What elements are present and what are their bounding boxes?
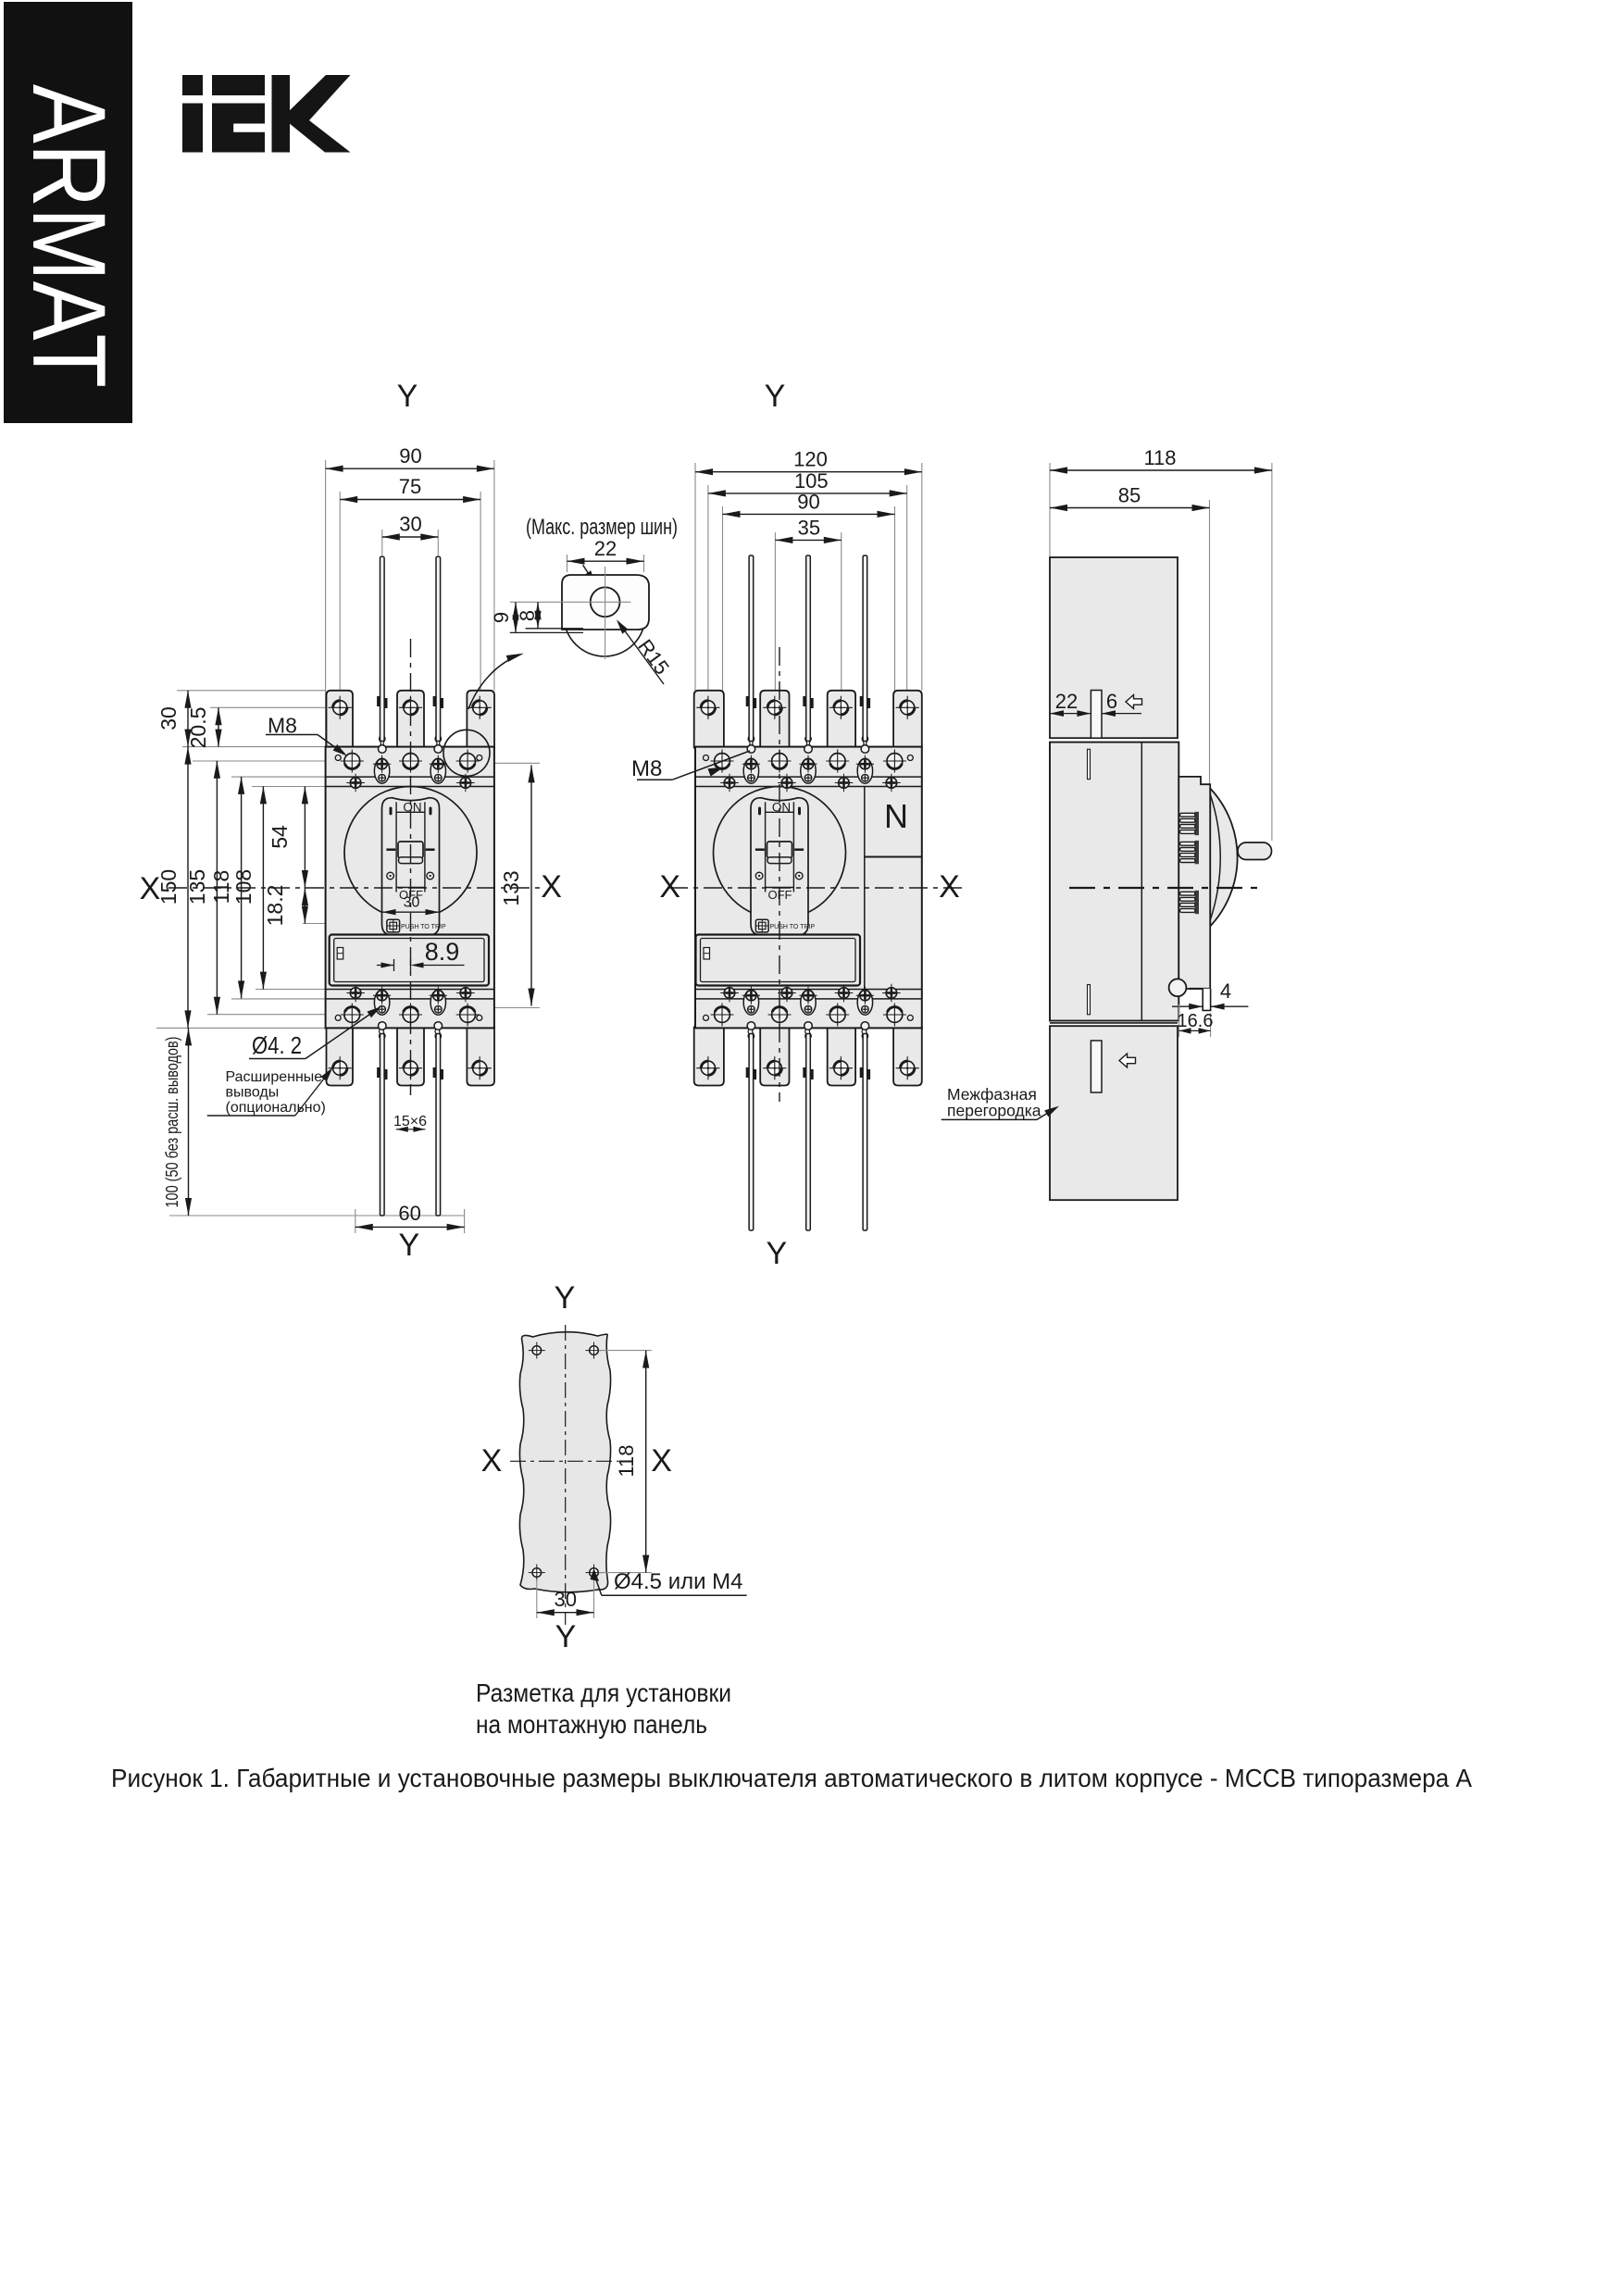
svg-text:75: 75 [399, 475, 421, 498]
svg-text:100 (50 без расш. выводов): 100 (50 без расш. выводов) [163, 1037, 181, 1208]
svg-text:8.9: 8.9 [425, 938, 460, 966]
svg-text:30: 30 [554, 1588, 576, 1611]
svg-text:ON: ON [772, 801, 791, 815]
svg-text:22: 22 [594, 537, 617, 560]
svg-text:ON: ON [403, 801, 421, 815]
svg-text:105: 105 [794, 469, 829, 493]
svg-text:X: X [481, 1443, 503, 1479]
svg-text:118: 118 [209, 870, 233, 905]
svg-text:N: N [884, 797, 908, 835]
svg-text:Y: Y [398, 1228, 419, 1263]
svg-text:выводы: выводы [226, 1085, 280, 1101]
svg-text:85: 85 [1118, 484, 1141, 507]
svg-text:Межфазная: Межфазная [947, 1085, 1037, 1104]
svg-text:Y: Y [397, 379, 418, 414]
svg-text:PUSH TO TRIP: PUSH TO TRIP [401, 924, 446, 930]
svg-text:60: 60 [398, 1202, 420, 1225]
svg-text:Разметка для установки: Разметка для установки [476, 1678, 731, 1707]
svg-text:4: 4 [1220, 980, 1231, 1003]
svg-text:54: 54 [268, 825, 292, 849]
svg-text:(опционально): (опционально) [226, 1100, 326, 1116]
svg-text:Y: Y [766, 1236, 787, 1271]
svg-text:Расширенные: Расширенные [226, 1069, 323, 1085]
svg-text:M8: M8 [631, 756, 662, 781]
svg-text:ARMAT: ARMAT [11, 84, 127, 388]
svg-text:133: 133 [499, 870, 523, 905]
svg-text:30: 30 [399, 513, 421, 536]
svg-text:на монтажную панель: на монтажную панель [476, 1710, 707, 1739]
svg-text:30: 30 [156, 706, 181, 730]
svg-text:(Макс. размер шин): (Макс. размер шин) [526, 515, 678, 540]
svg-text:35: 35 [798, 517, 820, 540]
svg-text:X: X [939, 869, 960, 905]
svg-text:X: X [140, 871, 161, 906]
svg-text:18.2: 18.2 [263, 885, 287, 927]
svg-text:9: 9 [490, 612, 513, 623]
svg-text:Y: Y [555, 1280, 576, 1316]
svg-text:M8: M8 [268, 714, 297, 738]
svg-text:Y: Y [555, 1619, 577, 1654]
svg-text:Ø4. 2: Ø4. 2 [252, 1031, 302, 1059]
svg-text:20.5: 20.5 [186, 707, 210, 749]
svg-text:6: 6 [1106, 690, 1117, 713]
svg-text:X: X [541, 869, 562, 905]
svg-text:135: 135 [185, 869, 209, 905]
svg-text:X: X [651, 1443, 672, 1479]
svg-text:108: 108 [231, 869, 256, 905]
svg-text:перегородка: перегородка [947, 1102, 1041, 1120]
svg-text:8: 8 [516, 610, 539, 621]
svg-text:90: 90 [797, 491, 819, 514]
svg-text:R15: R15 [633, 635, 674, 679]
svg-text:15×6: 15×6 [393, 1114, 427, 1129]
svg-text:118: 118 [615, 1444, 638, 1477]
svg-text:Ø4.5 или M4: Ø4.5 или M4 [614, 1569, 743, 1594]
svg-text:Рисунок 1. Габаритные и устано: Рисунок 1. Габаритные и установочные раз… [111, 1764, 1472, 1792]
svg-text:118: 118 [1143, 446, 1176, 469]
svg-text:PUSH TO TRIP: PUSH TO TRIP [770, 924, 816, 930]
svg-text:90: 90 [399, 444, 421, 468]
svg-text:120: 120 [793, 448, 828, 471]
svg-text:X: X [659, 869, 680, 905]
svg-text:16.6: 16.6 [1178, 1011, 1214, 1031]
svg-text:150: 150 [156, 869, 181, 905]
svg-text:22: 22 [1055, 690, 1078, 713]
svg-text:Y: Y [765, 379, 786, 414]
svg-text:30: 30 [404, 895, 420, 911]
